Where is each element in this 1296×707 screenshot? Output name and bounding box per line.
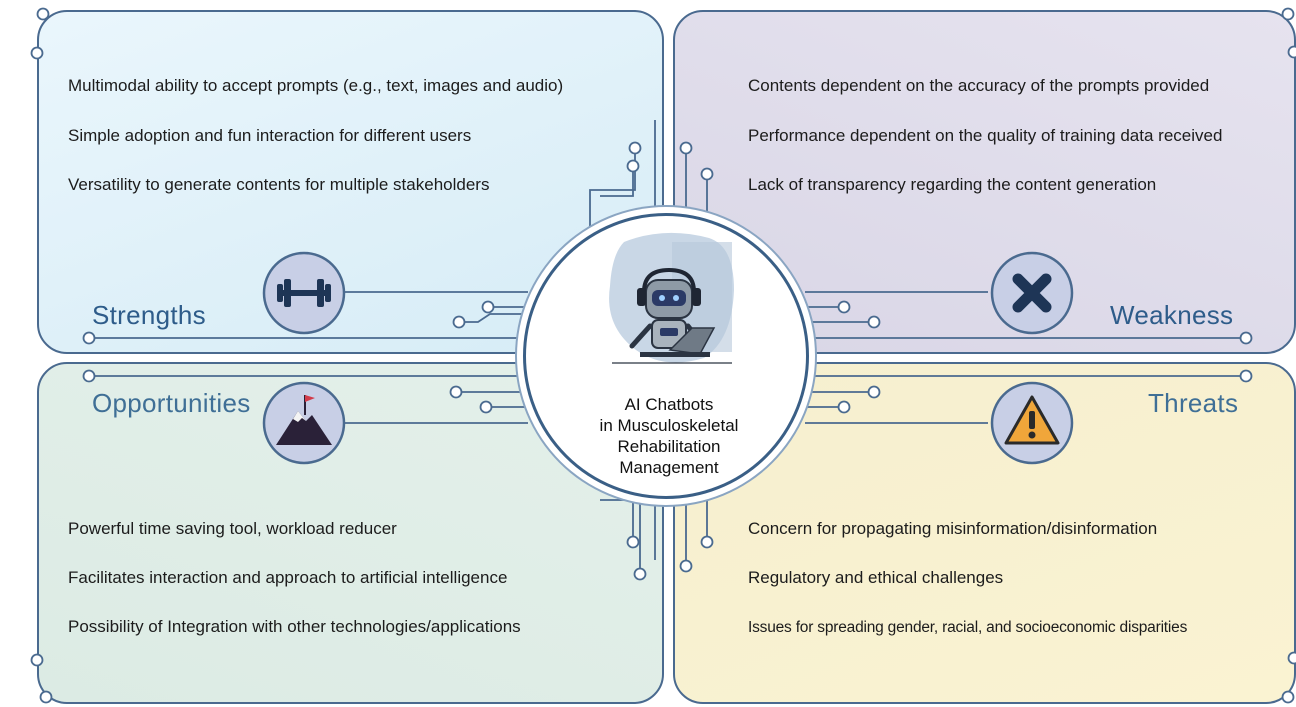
strengths-item: Versatility to generate contents for mul… [68,175,490,194]
threats-heading: Threats [1148,388,1239,418]
threats-item: Issues for spreading gender, racial, and… [748,619,1188,636]
threats-item: Concern for propagating misinformation/d… [748,519,1158,538]
threats-item: Regulatory and ethical challenges [748,568,1004,587]
strengths-item: Simple adoption and fun interaction for … [68,126,472,145]
mountain-flag-icon [262,381,346,465]
strengths-item: Multimodal ability to accept prompts (e.… [68,76,564,95]
weakness-item: Performance dependent on the quality of … [748,126,1223,145]
cross-icon [990,251,1074,335]
weakness-item: Lack of transparency regarding the conte… [748,175,1157,194]
weakness-heading: Weakness [1110,300,1234,330]
dumbbell-icon [262,251,346,335]
opportunities-item: Facilitates interaction and approach to … [68,568,508,587]
center-title-line: Management [619,458,719,477]
opportunities-item: Powerful time saving tool, workload redu… [68,519,397,538]
weakness-item: Contents dependent on the accuracy of th… [748,76,1210,95]
warning-icon [990,381,1074,465]
strengths-heading: Strengths [92,300,206,330]
opportunities-heading: Opportunities [92,388,251,418]
center-circle: AI Chatbots in Musculoskeletal Rehabilit… [523,213,809,499]
center-title-line: AI Chatbots [624,395,714,414]
robot-chatbot-icon [584,230,754,395]
center-title-line: in Musculoskeletal [599,416,739,435]
center-title: AI Chatbots in Musculoskeletal Rehabilit… [526,394,812,478]
center-title-line: Rehabilitation [617,437,721,456]
opportunities-item: Possibility of Integration with other te… [68,617,521,636]
